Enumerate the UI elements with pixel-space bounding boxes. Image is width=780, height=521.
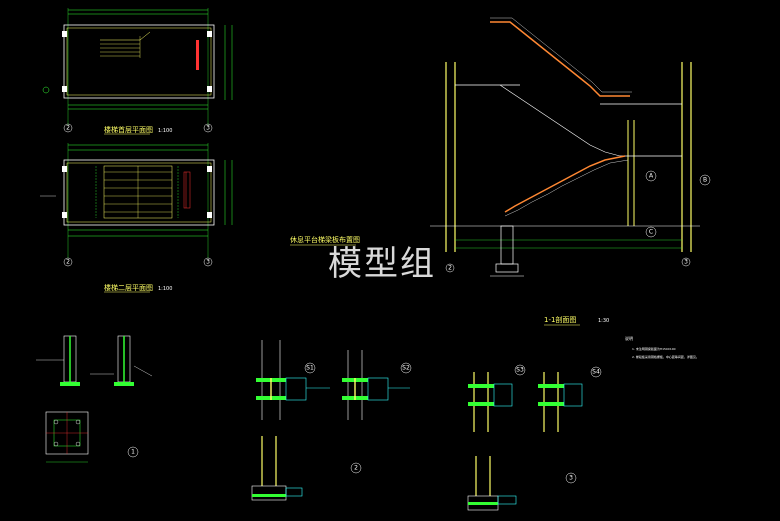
- detail-label: 2: [354, 465, 358, 472]
- notes-title: 说明: [625, 335, 633, 341]
- stair-plan-title: 休息平台梯梁板布置图: [290, 235, 360, 244]
- section-scale: 1:30: [598, 318, 609, 324]
- axis-label: 2: [66, 259, 70, 266]
- first-floor-plan-title: 楼梯首层平面图: [104, 125, 153, 134]
- axis-label: 2: [448, 265, 452, 272]
- grid-label: B: [703, 177, 707, 184]
- callout-label: S3: [516, 367, 524, 374]
- callout-label: S4: [592, 369, 600, 376]
- detail-1: 1: [36, 335, 153, 463]
- axis-label: 3: [206, 259, 210, 266]
- grid-label: C: [649, 229, 653, 236]
- callout-label: S1: [306, 365, 314, 372]
- note-line: 1. 未注明钢梁截面为H150X100: [632, 346, 676, 351]
- watermark: 模型组: [328, 244, 436, 284]
- section-1-1: 2 3 A B C 1-1剖面图 1:30: [430, 17, 711, 326]
- second-floor-plan-title: 楼梯二层平面图: [104, 283, 153, 292]
- first-floor-plan: 2 3 楼梯首层平面图 1:100: [42, 8, 233, 135]
- first-floor-plan-scale: 1:100: [158, 128, 172, 134]
- grid-label: A: [649, 173, 654, 180]
- second-floor-plan: 2 3 楼梯二层平面图 1:100: [40, 143, 233, 293]
- detail-label: 1: [131, 449, 135, 456]
- notes-block: 说明 1. 未注明钢梁截面为H150X100 2. 梯段板采用钢格栅板，中心距等…: [625, 335, 699, 359]
- detail-2: S1 S2 2: [251, 340, 412, 501]
- second-floor-plan-scale: 1:100: [158, 286, 172, 292]
- axis-label: 2: [66, 125, 70, 132]
- callout-label: S2: [402, 365, 410, 372]
- axis-label: 3: [684, 259, 688, 266]
- detail-label: 3: [569, 475, 573, 482]
- detail-3: S3 S4 3: [467, 364, 602, 511]
- note-line: 2. 梯段板采用钢格栅板，中心距等间距，详图见。: [632, 354, 699, 359]
- axis-label: 3: [206, 125, 210, 132]
- section-title: 1-1剖面图: [544, 315, 576, 324]
